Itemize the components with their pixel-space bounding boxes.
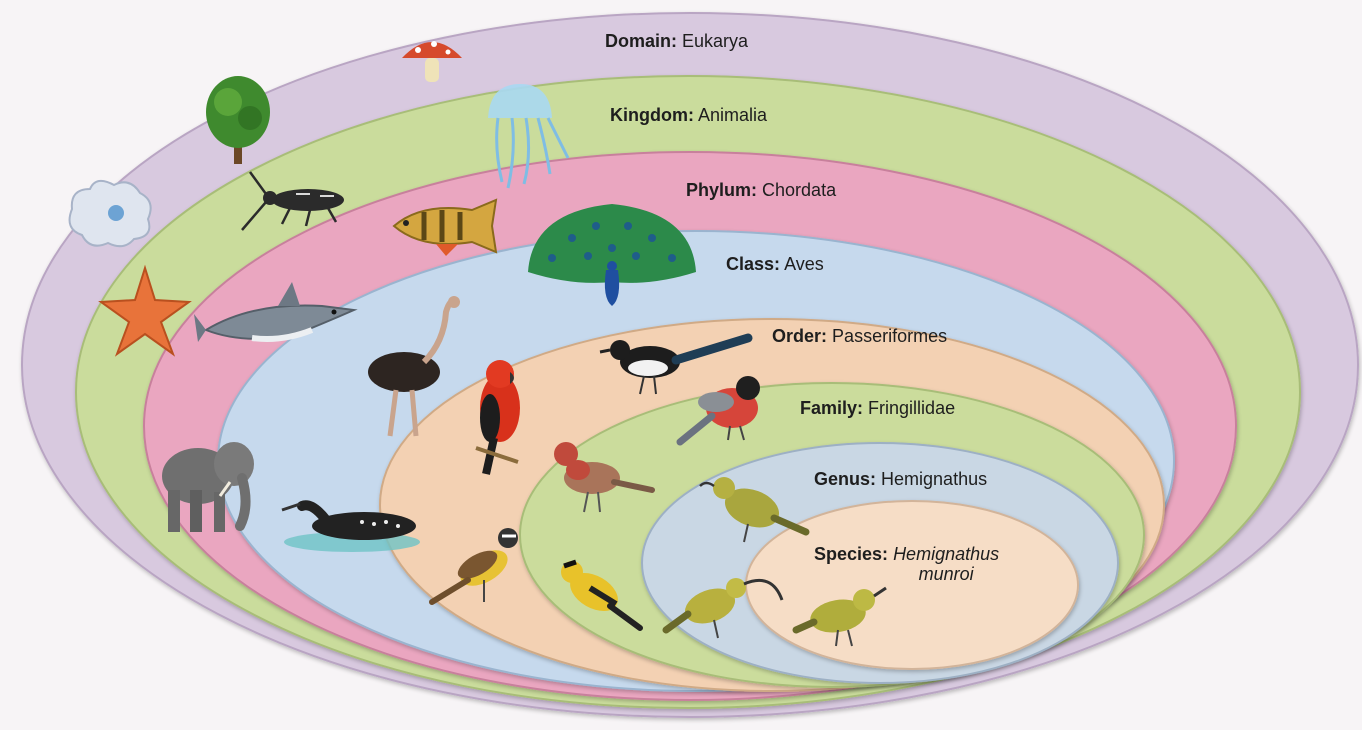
species-label: Species: Hemignathus munroi bbox=[814, 544, 999, 584]
species-genus-part: Hemignathus bbox=[893, 544, 999, 564]
species-rank: Species bbox=[814, 544, 882, 564]
order-rank: Order bbox=[772, 326, 821, 346]
family-taxon: Fringillidae bbox=[868, 398, 955, 418]
order-label: Order: Passeriformes bbox=[772, 326, 947, 347]
amoeba-icon bbox=[70, 181, 151, 246]
class-rank: Class bbox=[726, 254, 774, 274]
species-taxon: Hemignathus munroi bbox=[893, 544, 999, 584]
class-taxon: Aves bbox=[784, 254, 824, 274]
phylum-rank: Phylum bbox=[686, 180, 751, 200]
domain-rank: Domain bbox=[605, 31, 671, 51]
class-label: Class: Aves bbox=[726, 254, 824, 275]
genus-rank: Genus bbox=[814, 469, 870, 489]
domain-taxon: Eukarya bbox=[682, 31, 748, 51]
family-rank: Family bbox=[800, 398, 857, 418]
phylum-taxon: Chordata bbox=[762, 180, 836, 200]
kingdom-taxon: Animalia bbox=[698, 105, 767, 125]
order-taxon: Passeriformes bbox=[832, 326, 947, 346]
kingdom-rank: Kingdom bbox=[610, 105, 688, 125]
phylum-label: Phylum: Chordata bbox=[686, 180, 836, 201]
family-label: Family: Fringillidae bbox=[800, 398, 955, 419]
kingdom-label: Kingdom: Animalia bbox=[610, 105, 767, 126]
domain-label: Domain: Eukarya bbox=[605, 31, 748, 52]
species-epithet-part: munroi bbox=[919, 564, 974, 584]
genus-label: Genus: Hemignathus bbox=[814, 469, 987, 490]
genus-taxon: Hemignathus bbox=[881, 469, 987, 489]
